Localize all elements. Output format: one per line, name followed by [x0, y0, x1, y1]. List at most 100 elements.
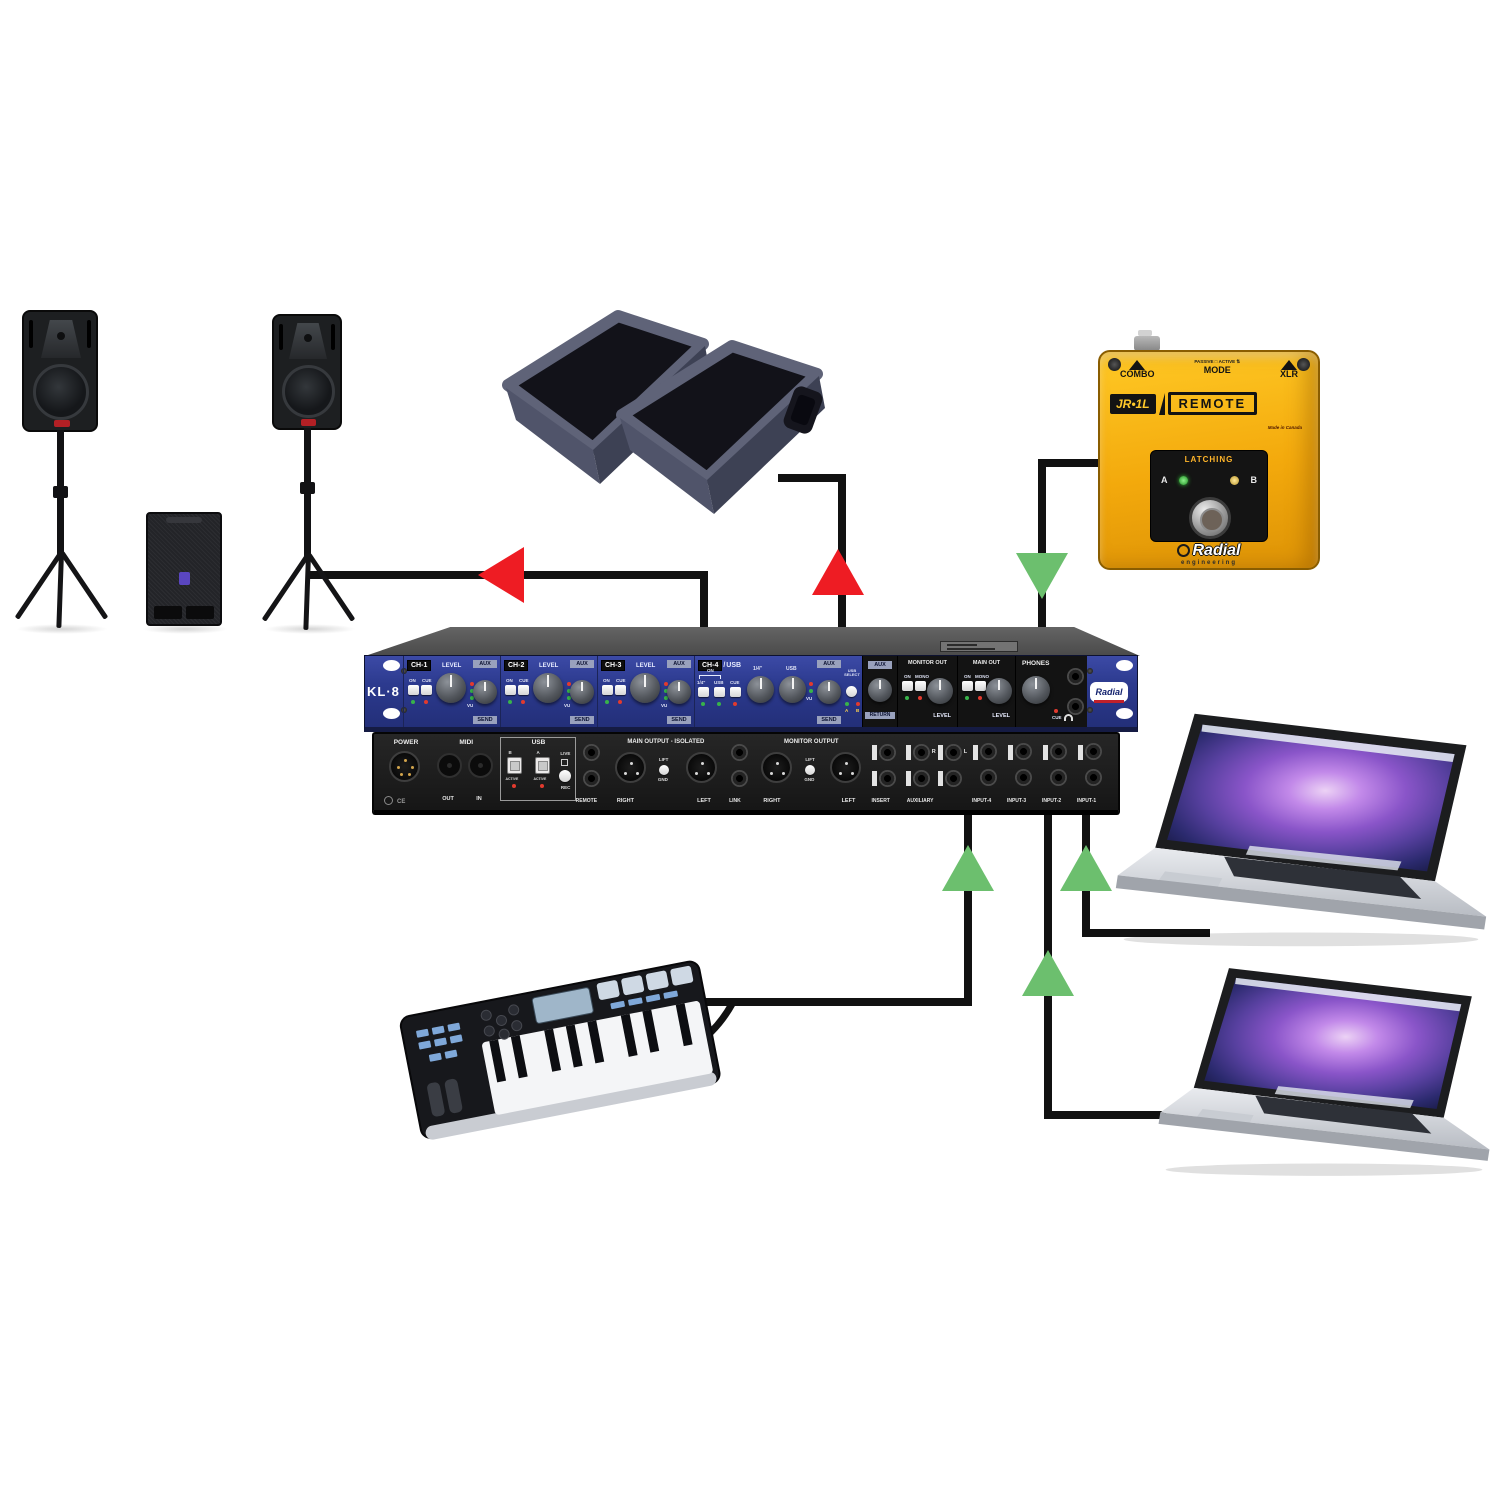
- rack-ear-left: KL·8: [365, 656, 407, 727]
- laptop-keyboard: [1255, 1095, 1432, 1134]
- port-slot: [87, 320, 91, 348]
- active-switch-icon: ⇅: [1236, 359, 1241, 364]
- top-jack-tip: [1138, 330, 1152, 336]
- input-2-column: INPUT-2: [1042, 734, 1077, 810]
- laptop-2: [1158, 968, 1490, 1176]
- pedal-top-markers: COMBO PASSIVE □ ACTIVE ⇅ MODE XLR: [1100, 359, 1318, 379]
- speaker-cabinet: [272, 314, 342, 430]
- laptop-front-edge: [1115, 875, 1487, 930]
- label-strip: [972, 745, 978, 760]
- usb-a-active-led-icon: [540, 784, 545, 788]
- label-strip: [871, 771, 877, 786]
- combo-marker: COMBO: [1120, 360, 1155, 379]
- midi-keyboard: [399, 960, 736, 1140]
- on-led-icon: [411, 700, 415, 704]
- right-label: RIGHT: [616, 797, 634, 804]
- insert-jack: [878, 770, 896, 787]
- level-label: LEVEL: [442, 663, 462, 669]
- arrow-green-up-input2-icon: [1022, 950, 1074, 996]
- label-strip: [1042, 745, 1048, 760]
- input-3-column: INPUT-3: [1007, 734, 1042, 810]
- send-label: SEND: [667, 715, 691, 724]
- channel-label: CH-4: [698, 660, 723, 671]
- vu-led-icon: [664, 689, 668, 693]
- midi-out-connector: [437, 753, 463, 778]
- gnd-lift-button: [805, 765, 816, 775]
- usb-select-label-2: SELECT: [844, 672, 860, 677]
- aux-label: AUX: [868, 661, 892, 670]
- send-label: SEND: [473, 715, 497, 724]
- midi-in-label: IN: [476, 795, 482, 802]
- wedge-right: [616, 340, 825, 514]
- xlr-marker: XLR: [1280, 360, 1298, 379]
- input-jack: [1049, 743, 1067, 760]
- top-jack: [1134, 336, 1160, 351]
- sub-port: [186, 606, 214, 619]
- pa-speaker-left: [14, 310, 109, 634]
- sub-cabinet: [146, 512, 222, 626]
- kl8-rear-panel: POWER CE MIDI OUT IN USB B A: [372, 732, 1120, 815]
- cue-led-icon: [1054, 709, 1058, 713]
- port-slot: [279, 324, 283, 350]
- tweeter-icon: [57, 332, 65, 340]
- laptop-screen: [1204, 977, 1462, 1109]
- inputs-section: INPUT-4 INPUT-3 INPUT-2 INPUT-1: [972, 734, 1112, 810]
- usb-section: USB B A ACTIVE ACTIVE LIVE REC: [500, 734, 577, 810]
- vu-led-icon: [470, 682, 474, 686]
- aux-label: AUX: [817, 660, 841, 669]
- vu-led-icon: [809, 682, 813, 686]
- on-label: ON: [904, 674, 911, 679]
- shadow: [1165, 1163, 1483, 1176]
- shadow: [16, 624, 108, 634]
- tripod-leg: [303, 553, 311, 631]
- led-b-icon: [1230, 476, 1239, 485]
- screw-icon: [1297, 358, 1310, 371]
- label-strip: [1077, 745, 1083, 760]
- midi-out-label: OUT: [442, 795, 454, 802]
- laptop-screen: [1167, 724, 1455, 872]
- on-led-icon: [508, 700, 512, 704]
- rack-ear-hole: [1116, 660, 1133, 671]
- usb-b-label: B: [508, 750, 512, 755]
- auxiliary-section: R L AUXILIARY: [904, 734, 970, 810]
- combo-arrow-icon: [1129, 360, 1146, 370]
- on-label: ON: [707, 668, 714, 673]
- laptop-front-edge: [1158, 1112, 1490, 1161]
- input-jack: [979, 743, 997, 760]
- vu-led-icon: [567, 696, 571, 700]
- arrow-red-left-icon: [478, 547, 524, 603]
- cue-button: [518, 685, 529, 695]
- cue-led-icon: [424, 700, 428, 704]
- passive-switch-icon: □: [1214, 359, 1218, 364]
- input-jack: [1084, 769, 1102, 786]
- aux-jack: [944, 744, 962, 761]
- vu-led-icon: [809, 689, 813, 693]
- main-output-section: MAIN OUTPUT - ISOLATED LIFT GND RIGHT LE…: [607, 734, 725, 810]
- on-label: ON: [409, 678, 416, 683]
- level-knob: [436, 673, 466, 703]
- usb-label: USB: [726, 662, 742, 669]
- aux-l-label: L: [963, 749, 968, 755]
- black-keys: [489, 1003, 693, 1083]
- level-knob: [533, 673, 563, 703]
- rack-ear-hole: [1116, 708, 1133, 719]
- led-icon: [701, 702, 705, 706]
- gnd-lift-button: [658, 765, 669, 775]
- on-label: ON: [506, 678, 513, 683]
- screw-icon: [1087, 668, 1093, 674]
- usb-knob: [779, 676, 806, 703]
- brand-underline: [1094, 700, 1124, 703]
- cue-label: CUE: [730, 680, 740, 685]
- input-4-column: INPUT-4: [972, 734, 1007, 810]
- slash-label: /: [723, 662, 726, 669]
- shadow: [1123, 932, 1479, 947]
- power-section: POWER CE: [380, 734, 432, 810]
- laptop-1: [1115, 713, 1487, 947]
- aux-jack: [912, 744, 930, 761]
- footswitch: [1189, 497, 1231, 539]
- level-label: LEVEL: [636, 663, 656, 669]
- pedal-brand-label: Radial: [1192, 542, 1241, 559]
- menu-bar: [1201, 724, 1455, 763]
- level-label: LEVEL: [933, 712, 951, 719]
- woofer: [33, 364, 89, 420]
